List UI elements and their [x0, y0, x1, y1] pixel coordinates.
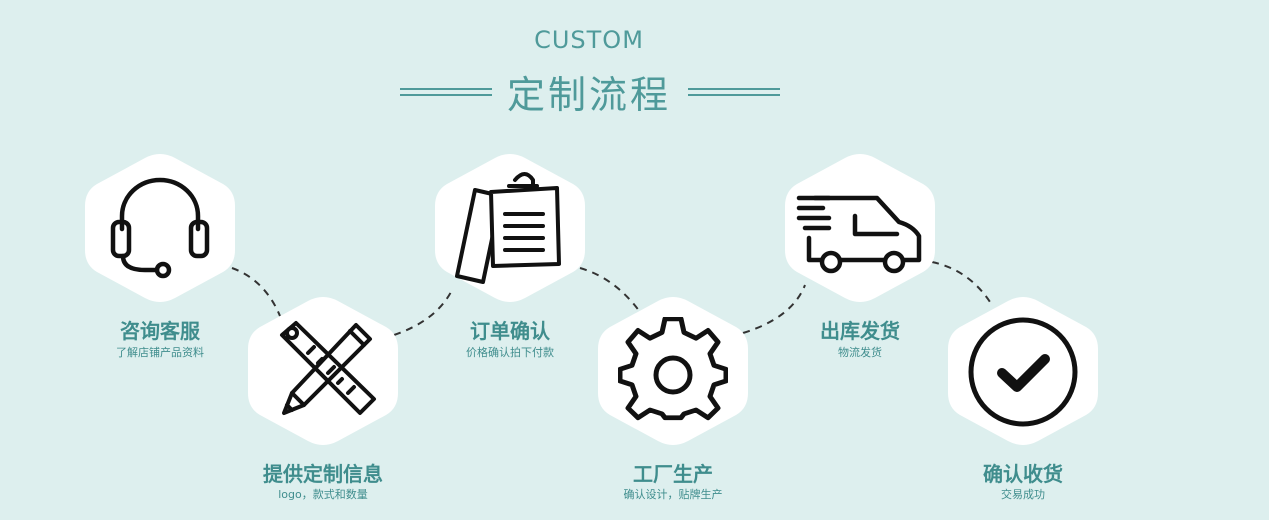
step-5-hexagon [785, 152, 935, 304]
documents-icon [455, 172, 561, 284]
title-left-line [400, 88, 492, 90]
connector-1-2 [231, 267, 281, 317]
title-right-line-2 [688, 94, 780, 96]
pencil-ruler-icon [280, 321, 376, 415]
headset-icon [110, 177, 210, 279]
step-2-desc: logo，款式和数量 [278, 488, 368, 501]
step-4-hexagon [598, 295, 748, 447]
step-4-title: 工厂生产 [633, 462, 713, 486]
connector-3-4 [579, 267, 641, 313]
step-5-title: 出库发货 [820, 319, 900, 343]
connector-4-5 [742, 284, 806, 334]
step-1-hexagon [85, 152, 235, 304]
step-4-desc: 确认设计，贴牌生产 [623, 488, 723, 501]
delivery-truck-icon [796, 195, 922, 274]
step-3-hexagon [435, 152, 585, 304]
step-1-desc: 了解店铺产品资料 [116, 346, 204, 359]
step-1-title: 咨询客服 [120, 319, 200, 343]
step-6-desc: 交易成功 [1001, 488, 1045, 501]
title-left-line-2 [400, 94, 492, 96]
step-2-hexagon [248, 295, 398, 447]
step-5-desc: 物流发货 [838, 346, 882, 359]
connector-5-6 [931, 261, 993, 306]
step-6-hexagon [948, 295, 1098, 447]
page-title: 定制流程 [506, 73, 671, 117]
checkmark-circle-icon [968, 317, 1078, 427]
gear-icon [618, 317, 728, 421]
step-3-title: 订单确认 [470, 319, 550, 343]
step-3-desc: 价格确认拍下付款 [466, 346, 554, 359]
step-2-title: 提供定制信息 [263, 462, 383, 486]
connector-2-3 [393, 287, 454, 336]
title-right-line [688, 88, 780, 90]
header-subtitle: CUSTOM [534, 26, 644, 54]
step-6-title: 确认收货 [983, 462, 1063, 486]
